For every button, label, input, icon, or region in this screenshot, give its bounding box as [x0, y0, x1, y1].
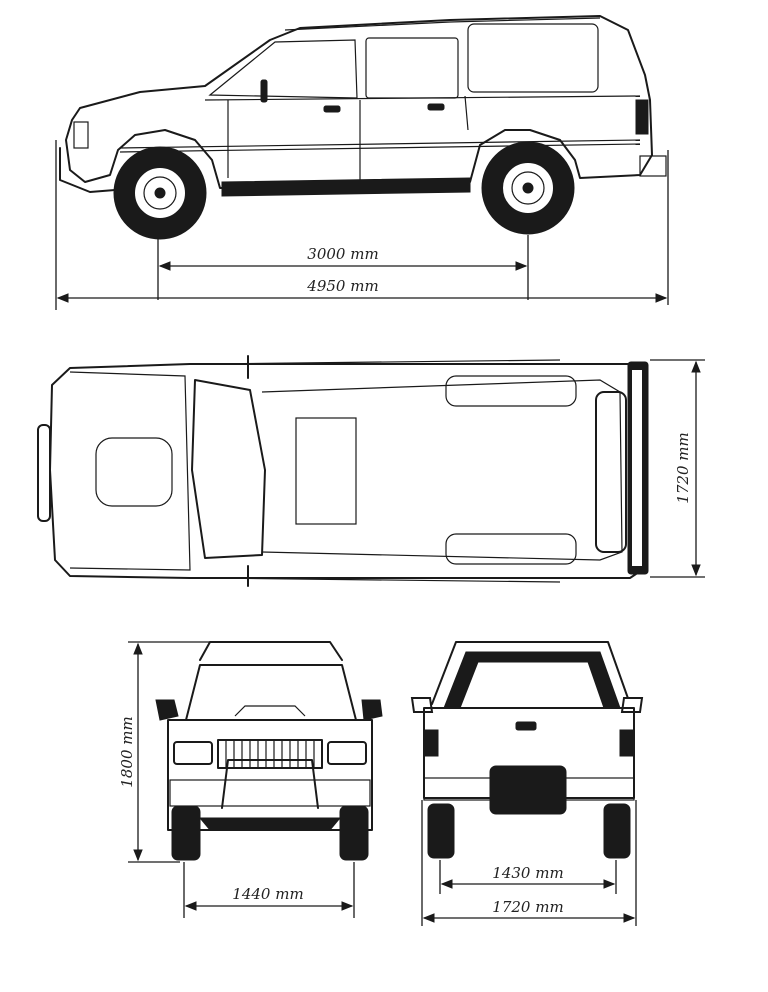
rear-view	[410, 641, 644, 859]
overall-length-label: 4950 mm	[306, 277, 378, 295]
overall-width-label: 1720 mm	[674, 432, 692, 503]
top-view	[37, 355, 649, 587]
overall-height-label: 1800 mm	[118, 716, 136, 787]
rear-width-label: 1720 mm	[492, 898, 563, 916]
rear-track-label: 1430 mm	[492, 864, 563, 882]
front-view	[155, 641, 383, 861]
overall-length-dimension: 4950 mm	[55, 140, 669, 310]
overall-height-dimension: 1800 mm	[118, 641, 210, 863]
overall-width-dimension: 1720 mm	[650, 359, 705, 578]
rear-width-dimension: 1720 mm	[421, 800, 637, 926]
front-track-dimension: 1440 mm	[183, 862, 355, 918]
side-view	[59, 15, 667, 240]
wheelbase-dimension: 3000 mm	[157, 235, 529, 300]
wheelbase-label: 3000 mm	[307, 245, 378, 263]
front-track-label: 1440 mm	[232, 885, 303, 903]
rear-track-dimension: 1430 mm	[439, 860, 617, 894]
